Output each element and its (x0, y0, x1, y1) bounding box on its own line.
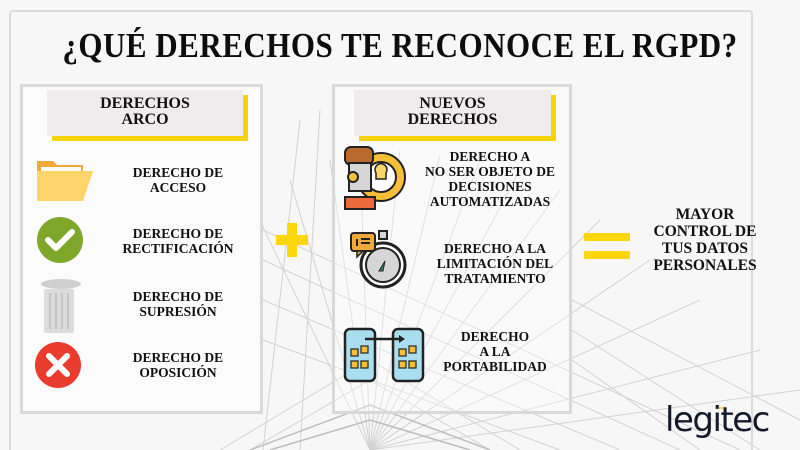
right-limitation-label: DERECHO A LA LIMITACIÓN DEL TRATAMIENTO (436, 241, 554, 286)
legitec-logo: legitec (665, 400, 770, 440)
folder-icon (37, 161, 93, 201)
new-rights-heading: NUEVOS DERECHOS (354, 90, 551, 136)
phone-transfer-icon (343, 327, 425, 383)
checkmark-icon (37, 217, 83, 263)
trash-can-icon (41, 279, 81, 333)
arco-heading-line1: DERECHOS (100, 95, 190, 112)
right-portability-label: DERECHO A LA PORTABILIDAD (443, 329, 547, 374)
logo-accent-dots (718, 406, 724, 410)
robot-gear-lightbulb-icon (344, 146, 406, 210)
equals-operator-icon (584, 233, 630, 261)
stopwatch-alert-icon (350, 230, 407, 289)
plus-operator-icon (276, 223, 308, 257)
page-title: ¿QUÉ DERECHOS TE RECONOCE EL RGPD? (62, 25, 738, 66)
arco-heading-line2: ARCO (121, 111, 169, 128)
right-no-automated-decisions-label: DERECHO A NO SER OBJETO DE DECISIONES AU… (425, 149, 555, 209)
new-rights-heading-line1: NUEVOS (419, 95, 486, 112)
new-rights-heading-line2: DERECHOS (407, 111, 498, 128)
result-statement: MAYOR CONTROL DE TUS DATOS PERSONALES (653, 206, 757, 274)
arco-heading: DERECHOS ARCO (47, 90, 243, 136)
new-rights-panel: NUEVOS DERECHOS DERECHO A NO SER OBJETO … (332, 84, 572, 414)
cross-icon (35, 342, 81, 388)
